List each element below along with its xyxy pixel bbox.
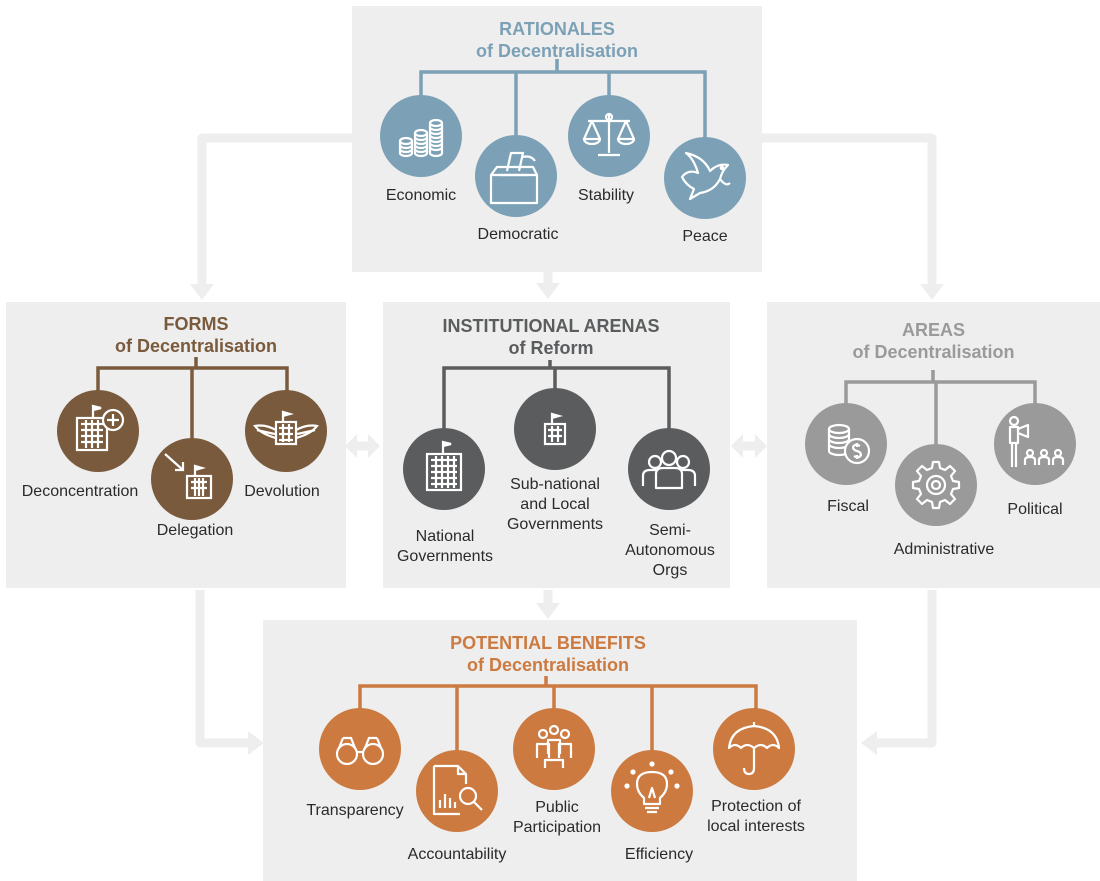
benefit-label-protection-line2: local interests: [707, 818, 805, 835]
institutional-label-national-line1: National: [415, 528, 475, 545]
benefits-title: POTENTIAL BENEFITS of Decentralisation: [263, 632, 833, 676]
ballot-box-icon: [475, 135, 557, 217]
forms-title-sub: of Decentralisation: [114, 336, 278, 356]
institutional-title-main: INSTITUTIONAL ARENAS: [442, 316, 660, 336]
rationale-label-stability: Stability: [577, 187, 635, 204]
building-arrow-icon: [151, 438, 233, 520]
report-magnifier-icon: [416, 750, 498, 832]
institutional-label-subnational-line1: Sub-national: [510, 476, 600, 493]
forms-title: FORMS of Decentralisation: [26, 313, 366, 357]
arrow-forms-to-benefits: [195, 590, 250, 748]
benefit-label-protection: Protection of local interests: [690, 797, 822, 837]
binoculars-icon: [319, 708, 401, 790]
rationale-label-peace: Peace: [682, 228, 728, 245]
institutional-label-subnational: Sub-national and Local Governments: [490, 475, 620, 535]
coins-icon: [380, 95, 462, 177]
form-label-deconcentration: Deconcentration: [21, 483, 139, 500]
benefit-label-efficiency-line1: Efficiency: [624, 846, 694, 863]
area-label-political: Political: [1007, 501, 1063, 518]
forms-title-main: FORMS: [163, 314, 229, 334]
institutional-label-subnational-line3: Governments: [506, 516, 604, 533]
rationales-title: RATIONALES of Decentralisation: [352, 18, 762, 62]
benefit-label-efficiency: Efficiency: [594, 845, 724, 865]
benefit-label-participation: Public Participation: [492, 798, 622, 838]
small-building-icon: [514, 388, 596, 470]
benefits-title-sub: of Decentralisation: [466, 655, 630, 675]
institutional-title-sub: of Reform: [508, 338, 594, 358]
institutional-label-semiautonomous-line3: Orgs: [652, 562, 688, 579]
form-label-delegation: Delegation: [156, 522, 234, 539]
winged-building-icon: [245, 390, 327, 472]
lightbulb-icon: [611, 750, 693, 832]
institutional-title: INSTITUTIONAL ARENAS of Reform: [383, 315, 719, 359]
building-plus-icon: [57, 390, 139, 472]
rationale-label-economic: Economic: [385, 187, 457, 204]
area-label-administrative: Administrative: [893, 541, 995, 558]
umbrella-icon: [713, 708, 795, 790]
form-label-devolution: Devolution: [244, 483, 320, 500]
scales-icon: [568, 95, 650, 177]
institutional-label-semiautonomous-line1: Semi-: [649, 522, 691, 539]
areas-title-sub: of Decentralisation: [852, 342, 1015, 362]
people-group-icon: [628, 428, 710, 510]
participants-icon: [513, 708, 595, 790]
arrow-areas-to-benefits: [875, 590, 937, 748]
benefits-title-main: POTENTIAL BENEFITS: [450, 633, 646, 653]
rationale-label-democratic: Democratic: [477, 226, 559, 243]
areas-title-main: AREAS: [901, 320, 965, 340]
benefit-label-accountability-line1: Accountability: [407, 846, 507, 863]
benefit-label-participation-line2: Participation: [512, 819, 602, 836]
benefit-label-protection-line1: Protection of: [711, 798, 801, 815]
megaphone-audience-icon: [994, 403, 1076, 485]
rationales-title-main: RATIONALES: [499, 19, 615, 39]
arrow-rationales-to-forms: [197, 133, 352, 285]
institutional-label-semiautonomous-line2: Autonomous: [625, 542, 715, 559]
area-label-fiscal: Fiscal: [827, 498, 869, 515]
benefit-label-accountability: Accountability: [392, 845, 522, 865]
benefit-label-transparency: Transparency: [290, 801, 420, 821]
rationales-title-sub: of Decentralisation: [475, 41, 639, 61]
benefit-label-transparency-line1: Transparency: [306, 802, 404, 819]
gear-icon: [895, 444, 977, 526]
institutional-label-national: National Governments: [385, 527, 505, 567]
benefit-label-participation-line1: Public: [535, 799, 579, 816]
dove-icon: [664, 137, 746, 219]
areas-title: AREAS of Decentralisation: [767, 319, 1100, 363]
large-building-icon: [403, 428, 485, 510]
arrow-rationales-to-areas: [762, 133, 937, 285]
institutional-label-subnational-line2: and Local: [520, 496, 590, 513]
money-icon: [805, 403, 887, 485]
institutional-label-national-line2: Governments: [396, 548, 494, 565]
institutional-label-semiautonomous: Semi- Autonomous Orgs: [620, 521, 720, 581]
